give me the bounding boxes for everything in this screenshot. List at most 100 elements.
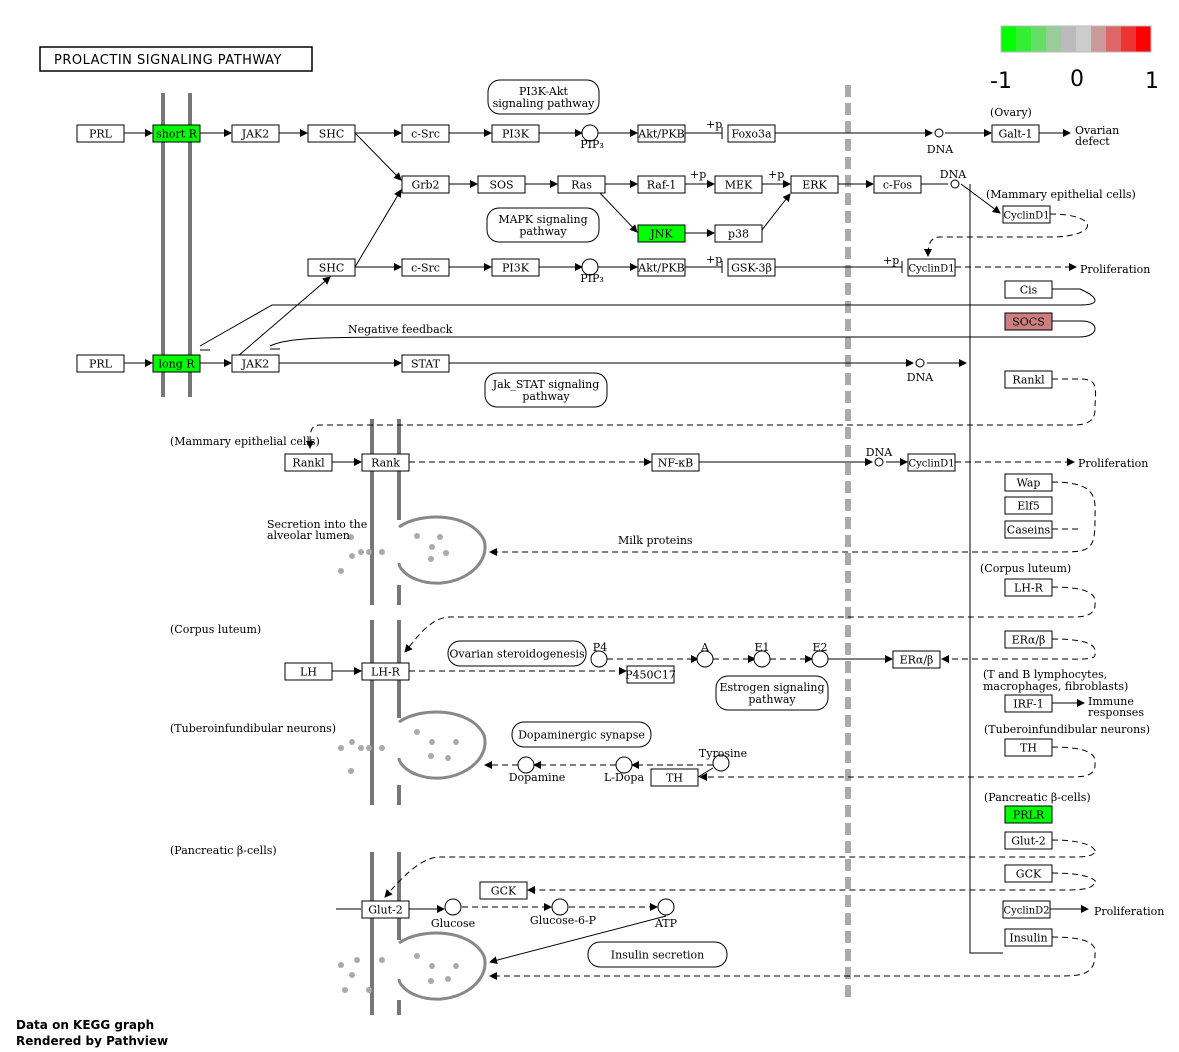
gene-node-shortR[interactable]: short R xyxy=(152,124,201,143)
gene-label: Caseins xyxy=(1007,524,1051,537)
gene-node-rankl2[interactable]: Rankl xyxy=(1004,370,1053,389)
compound-dna3[interactable]: DNA xyxy=(907,358,934,384)
gene-node-erk[interactable]: ERK xyxy=(790,175,839,194)
gene-label: TH xyxy=(666,772,683,785)
gene-label: PI3K xyxy=(502,128,530,141)
compound-dna2[interactable]: DNA xyxy=(940,168,967,189)
gene-node-gsk3b[interactable]: GSK-3β xyxy=(727,258,776,277)
color-scale-legend xyxy=(1000,25,1152,53)
label-panc1: (Pancreatic β-cells) xyxy=(170,844,277,857)
compound-e2[interactable]: E2 xyxy=(811,641,829,668)
gene-node-csrc1[interactable]: c-Src xyxy=(401,124,450,143)
gene-node-shc1[interactable]: SHC xyxy=(307,124,356,143)
secretion-particle xyxy=(338,745,344,751)
gene-node-p38[interactable]: p38 xyxy=(714,224,763,243)
gene-node-foxo3a[interactable]: Foxo3a xyxy=(727,124,776,143)
compound-glucose6p[interactable]: Glucose-6-P xyxy=(530,898,597,927)
gene-node-cyclind2[interactable]: CyclinD2 xyxy=(1002,900,1051,919)
footer-line-1: Data on KEGG graph xyxy=(16,1018,154,1032)
gene-node-caseins[interactable]: Caseins xyxy=(1004,520,1053,539)
gene-node-akt2[interactable]: Akt/PKB xyxy=(637,258,686,277)
gene-node-insulin[interactable]: Insulin xyxy=(1004,928,1053,947)
gene-node-wap[interactable]: Wap xyxy=(1004,473,1053,492)
gene-label: c-Src xyxy=(411,262,440,275)
gene-node-th1[interactable]: TH xyxy=(650,768,699,787)
gene-node-irf1[interactable]: IRF-1 xyxy=(1004,694,1053,713)
gene-node-glut2b[interactable]: Glut-2 xyxy=(1004,831,1053,850)
secretion-particle xyxy=(366,745,372,751)
gene-node-jak2b[interactable]: JAK2 xyxy=(231,354,280,373)
compound-pip3a[interactable]: PIP₃ xyxy=(580,124,604,151)
compound-pip3b[interactable]: PIP₃ xyxy=(580,258,604,285)
gene-node-csrc2[interactable]: c-Src xyxy=(401,258,450,277)
gene-node-erab1[interactable]: ERα/β xyxy=(892,650,941,669)
pathway-label: PI3K-Akt xyxy=(519,85,568,98)
gene-node-akt1[interactable]: Akt/PKB xyxy=(637,124,686,143)
gene-node-prl2[interactable]: PRL xyxy=(76,354,125,373)
gene-node-erab2[interactable]: ERα/β xyxy=(1004,630,1053,649)
compound-atp[interactable]: ATP xyxy=(654,898,678,930)
gene-node-sos[interactable]: SOS xyxy=(477,175,526,194)
gene-node-shc2[interactable]: SHC xyxy=(307,258,356,277)
gene-node-pi3k2[interactable]: PI3K xyxy=(491,258,540,277)
gene-node-stat[interactable]: STAT xyxy=(401,354,450,373)
gene-node-pi3k1[interactable]: PI3K xyxy=(491,124,540,143)
compound-label: Glucose xyxy=(431,917,475,930)
compound-a[interactable]: A xyxy=(696,641,714,668)
gene-node-lhr1[interactable]: LH-R xyxy=(361,662,410,681)
gene-node-lhr2[interactable]: LH-R xyxy=(1004,578,1053,597)
pathway-link-dopaminergic[interactable]: Dopaminergic synapse xyxy=(511,721,652,748)
gene-node-raf1[interactable]: Raf-1 xyxy=(637,175,686,194)
gene-node-cyclind1b[interactable]: CyclinD1 xyxy=(907,258,956,277)
compound-glucose[interactable]: Glucose xyxy=(431,898,475,930)
gene-label: Rank xyxy=(371,457,400,470)
gene-node-gck1[interactable]: GCK xyxy=(479,881,528,900)
gene-label: SOCS xyxy=(1012,316,1045,329)
gene-node-mek[interactable]: MEK xyxy=(714,175,763,194)
gene-node-prl1[interactable]: PRL xyxy=(76,124,125,143)
gene-node-jak2a[interactable]: JAK2 xyxy=(231,124,280,143)
gene-node-ras[interactable]: Ras xyxy=(557,175,606,194)
gene-label: P450C17 xyxy=(625,669,676,682)
compound-dna4[interactable]: DNA xyxy=(866,446,893,467)
compound-dopamine[interactable]: Dopamine xyxy=(509,756,566,784)
pathway-link-insulinsec[interactable]: Insulin secretion xyxy=(587,941,728,968)
gene-node-galt1[interactable]: Galt-1 xyxy=(991,124,1040,143)
compound-e1[interactable]: E1 xyxy=(753,641,771,668)
secretion-particle xyxy=(349,972,355,978)
gene-node-elf5[interactable]: Elf5 xyxy=(1004,496,1053,515)
gene-node-cfos[interactable]: c-Fos xyxy=(873,175,922,194)
gene-node-cis[interactable]: Cis xyxy=(1004,280,1053,299)
gene-node-lh[interactable]: LH xyxy=(284,662,333,681)
gene-label: CyclinD1 xyxy=(908,459,954,470)
gene-node-socs[interactable]: SOCS xyxy=(1004,312,1053,331)
gene-node-cyclind1c[interactable]: CyclinD1 xyxy=(907,453,956,472)
compound-p4[interactable]: P4 xyxy=(590,641,608,668)
gene-node-th2[interactable]: TH xyxy=(1004,738,1053,757)
compound-tyrosine[interactable]: Tyrosine xyxy=(699,747,747,772)
gene-node-jnk[interactable]: JNK xyxy=(637,224,686,243)
gene-node-longR[interactable]: long R xyxy=(152,354,201,373)
gene-node-gck2[interactable]: GCK xyxy=(1004,864,1053,883)
pathway-link-ovarian[interactable]: Ovarian steroidogenesis xyxy=(447,640,587,667)
gene-node-prlr[interactable]: PRLR xyxy=(1004,805,1053,824)
gene-node-p450c17[interactable]: P450C17 xyxy=(625,665,676,684)
gene-node-rankl1[interactable]: Rankl xyxy=(284,453,333,472)
gene-node-rank[interactable]: Rank xyxy=(361,453,410,472)
gene-node-glut2a[interactable]: Glut-2 xyxy=(361,900,410,919)
compound-dna1[interactable]: DNA xyxy=(927,128,954,156)
compound-ldopa[interactable]: L-Dopa xyxy=(604,756,645,784)
gene-node-cyclind1a[interactable]: CyclinD1 xyxy=(1002,205,1051,224)
gene-node-grb2[interactable]: Grb2 xyxy=(401,175,450,194)
label-mam2: (Mammary epithelial cells) xyxy=(170,435,320,448)
svg-text:PROLACTIN SIGNALING PATHWAY: PROLACTIN SIGNALING PATHWAY xyxy=(54,53,282,68)
pathway-label: MAPK signaling xyxy=(498,213,587,226)
secretion-particle xyxy=(338,568,344,574)
gene-node-nfkb[interactable]: NF-κB xyxy=(651,453,700,472)
